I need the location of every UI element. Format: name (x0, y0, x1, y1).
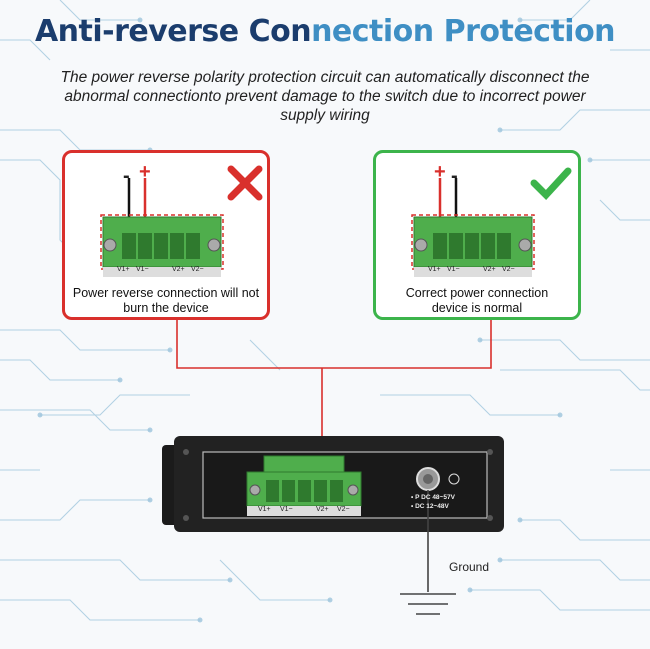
minus-sign: - (123, 165, 130, 187)
reverse-connection-card: - + V1+ V1− V2+ V2− Power reverse connec… (62, 150, 270, 320)
plus-sign: + (139, 161, 151, 183)
label-v2-minus: V2− (502, 266, 515, 273)
caption-line-1: Power reverse connection will not (72, 286, 260, 300)
label-v2-minus: V2− (191, 266, 204, 273)
red-x-icon (227, 165, 263, 201)
switch-device (162, 436, 504, 532)
label-v1-plus: V1+ (117, 266, 130, 273)
label-v1-minus: V1− (136, 266, 149, 273)
label-v2-plus: V2+ (483, 266, 496, 273)
device-label-v2-plus: V2+ (316, 506, 329, 513)
title-part-dark: Anti-reverse Con (34, 14, 312, 49)
title-part-light: nection Protection (311, 14, 616, 49)
ground-label: Ground (449, 560, 490, 574)
device-label-v1-plus: V1+ (258, 506, 271, 513)
correct-connection-card: + - V1+ V1− V2+ V2− Correct power connec… (373, 150, 581, 320)
minus-sign: - (451, 165, 458, 187)
subtitle: The power reverse polarity protection ci… (60, 69, 590, 124)
correct-caption: Correct power connection device is norma… (376, 286, 578, 316)
device-label-power: • P DC 48~57V (411, 494, 455, 501)
plus-sign: + (434, 161, 446, 183)
caption-line-1: Correct power connection (405, 286, 549, 300)
device-label-v1-minus: V1− (280, 506, 293, 513)
label-v1-plus: V1+ (428, 266, 441, 273)
page-title: Anti-reverse Connection Protection (0, 14, 650, 49)
device-label-v2-minus: V2− (337, 506, 350, 513)
reverse-terminal-block (100, 165, 263, 277)
device-label-dc: • DC 12~48V (411, 503, 449, 510)
green-check-icon (530, 167, 572, 201)
ground-symbol (400, 490, 456, 615)
label-v1-minus: V1− (447, 266, 460, 273)
correct-terminal-block (411, 167, 572, 277)
caption-line-2: burn the device (123, 301, 209, 315)
label-v2-plus: V2+ (172, 266, 185, 273)
reverse-caption: Power reverse connection will not burn t… (65, 286, 267, 316)
caption-line-2: device is normal (431, 301, 523, 315)
